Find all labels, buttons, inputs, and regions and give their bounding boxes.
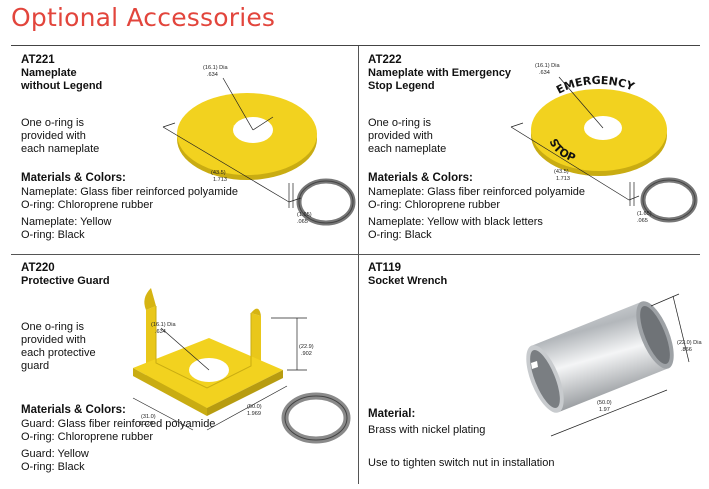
at222-description: One o-ring is provided with each namepla… <box>368 117 446 156</box>
at222-materials-heading: Materials & Colors: <box>368 172 473 184</box>
at221-dim-hole-mm: (16.1) Dia <box>203 65 228 71</box>
at221-dim-thick-mm: (1.65) <box>297 212 312 218</box>
at222-name-line1: Nameplate with Emergency <box>368 67 512 79</box>
at221-description: One o-ring is provided with each namepla… <box>21 117 99 156</box>
at221-heading: AT221 Nameplate without Legend <box>21 54 102 93</box>
at220-dim-height-mm: (22.9) <box>299 344 314 350</box>
at222-name-line2: Stop Legend <box>368 80 435 92</box>
at119-material-heading: Material: <box>368 408 416 420</box>
at222-dim-thick-mm: (1.65) <box>637 211 652 217</box>
at221-name-line1: Nameplate <box>21 67 77 79</box>
at119-dim-dia-mm: (22.0) Dia <box>677 340 702 346</box>
at119-socket-wrench-drawing: (22.0) Dia .866 (50.0) 1.97 <box>526 293 702 437</box>
at220-dim-length-in: 1.969 <box>247 411 261 417</box>
at220-materials: Guard: Glass fiber reinforced polyamide … <box>21 418 215 474</box>
at221-dim-dia-in: 1.713 <box>213 177 227 183</box>
at222-dim-dia-in: 1.713 <box>556 176 570 182</box>
at222-dim-hole-in: .634 <box>539 70 550 76</box>
at221-color-line: Nameplate: Yellow <box>21 216 112 228</box>
at220-desc-line: each protective <box>21 347 96 359</box>
at220-materials-heading: Materials & Colors: <box>21 404 126 416</box>
at221-material-line: O-ring: Chloroprene rubber <box>21 199 154 211</box>
at220-color-line: O-ring: Black <box>21 461 85 473</box>
column-divider <box>358 46 359 484</box>
at119-usage: Use to tighten switch nut in installatio… <box>368 457 555 469</box>
at119-name-line1: Socket Wrench <box>368 275 448 287</box>
at221-materials-heading: Materials & Colors: <box>21 172 126 184</box>
at221-material-line: Nameplate: Glass fiber reinforced polyam… <box>21 186 239 198</box>
at220-description: One o-ring is provided with each protect… <box>21 321 96 373</box>
at221-materials: Nameplate: Glass fiber reinforced polyam… <box>21 186 238 242</box>
at221-dim-dia-mm: (43.5) <box>211 170 226 176</box>
at222-material-line: O-ring: Chloroprene rubber <box>368 199 501 211</box>
at220-material-line: Guard: Glass fiber reinforced polyamide <box>21 418 216 430</box>
accessories-table: AT221 Nameplate without Legend One o-rin… <box>11 45 702 484</box>
at220-guard-drawing: (16.1) Dia .634 (22.9) .902 (50.0) 1.969… <box>132 288 351 444</box>
at222-color-line: Nameplate: Yellow with black letters <box>368 216 543 228</box>
at220-material-line: O-ring: Chloroprene rubber <box>21 431 154 443</box>
at220-dim-width-mm: (31.0) <box>141 414 156 420</box>
at222-materials: Nameplate: Glass fiber reinforced polyam… <box>368 186 585 242</box>
at221-name-line2: without Legend <box>21 80 103 92</box>
at221-desc-line: One o-ring is <box>21 117 84 129</box>
at222-dim-hole-mm: (16.1) Dia <box>535 63 560 69</box>
at220-dim-hole-mm: (16.1) Dia <box>151 322 176 328</box>
at222-dim-dia-mm: (43.5) <box>554 169 569 175</box>
at222-color-line: O-ring: Black <box>368 229 432 241</box>
at221-desc-line: each nameplate <box>21 143 100 155</box>
at220-desc-line: One o-ring is <box>21 321 84 333</box>
at221-nameplate-drawing: (16.1) Dia .634 (43.5) 1.713 (1.65) .065 <box>162 65 356 226</box>
at222-desc-line: provided with <box>368 130 433 142</box>
at220-code: AT220 <box>21 262 55 274</box>
at222-desc-line: each nameplate <box>368 143 447 155</box>
at222-desc-line: One o-ring is <box>368 117 431 129</box>
at221-desc-line: provided with <box>21 130 86 142</box>
row-divider <box>11 254 700 255</box>
at220-desc-line: provided with <box>21 334 86 346</box>
at119-dim-dia-in: .866 <box>681 347 692 353</box>
at220-dim-length-mm: (50.0) <box>247 404 262 410</box>
at221-color-line: O-ring: Black <box>21 229 85 241</box>
at222-heading: AT222 Nameplate with Emergency Stop Lege… <box>368 54 511 93</box>
at221-dim-hole-in: .634 <box>207 72 218 78</box>
at220-name-line1: Protective Guard <box>21 275 110 287</box>
at119-code: AT119 <box>368 262 402 274</box>
at222-dim-thick-in: .065 <box>637 218 648 224</box>
at221-code: AT221 <box>21 54 55 66</box>
at221-dim-thick-in: .065 <box>297 219 308 225</box>
at220-desc-line: guard <box>21 360 50 372</box>
at220-heading: AT220 Protective Guard <box>21 262 110 288</box>
at222-material-line: Nameplate: Glass fiber reinforced polyam… <box>368 186 586 198</box>
at119-heading: AT119 Socket Wrench <box>368 262 447 288</box>
at119-dim-length-in: 1.97 <box>599 407 610 413</box>
at220-dim-height-in: .902 <box>301 351 312 357</box>
at220-color-line: Guard: Yellow <box>21 448 89 460</box>
at222-nameplate-drawing: EMERGENCY STOP (16.1) Dia .634 (43.5) 1.… <box>510 63 698 224</box>
at119-material: Brass with nickel plating <box>368 424 486 436</box>
page-title: Optional Accessories <box>11 3 276 32</box>
at220-dim-hole-in: .634 <box>155 329 166 335</box>
at222-code: AT222 <box>368 54 402 66</box>
at220-dim-width-in: 1.220 <box>139 421 153 427</box>
at119-dim-length-mm: (50.0) <box>597 400 612 406</box>
